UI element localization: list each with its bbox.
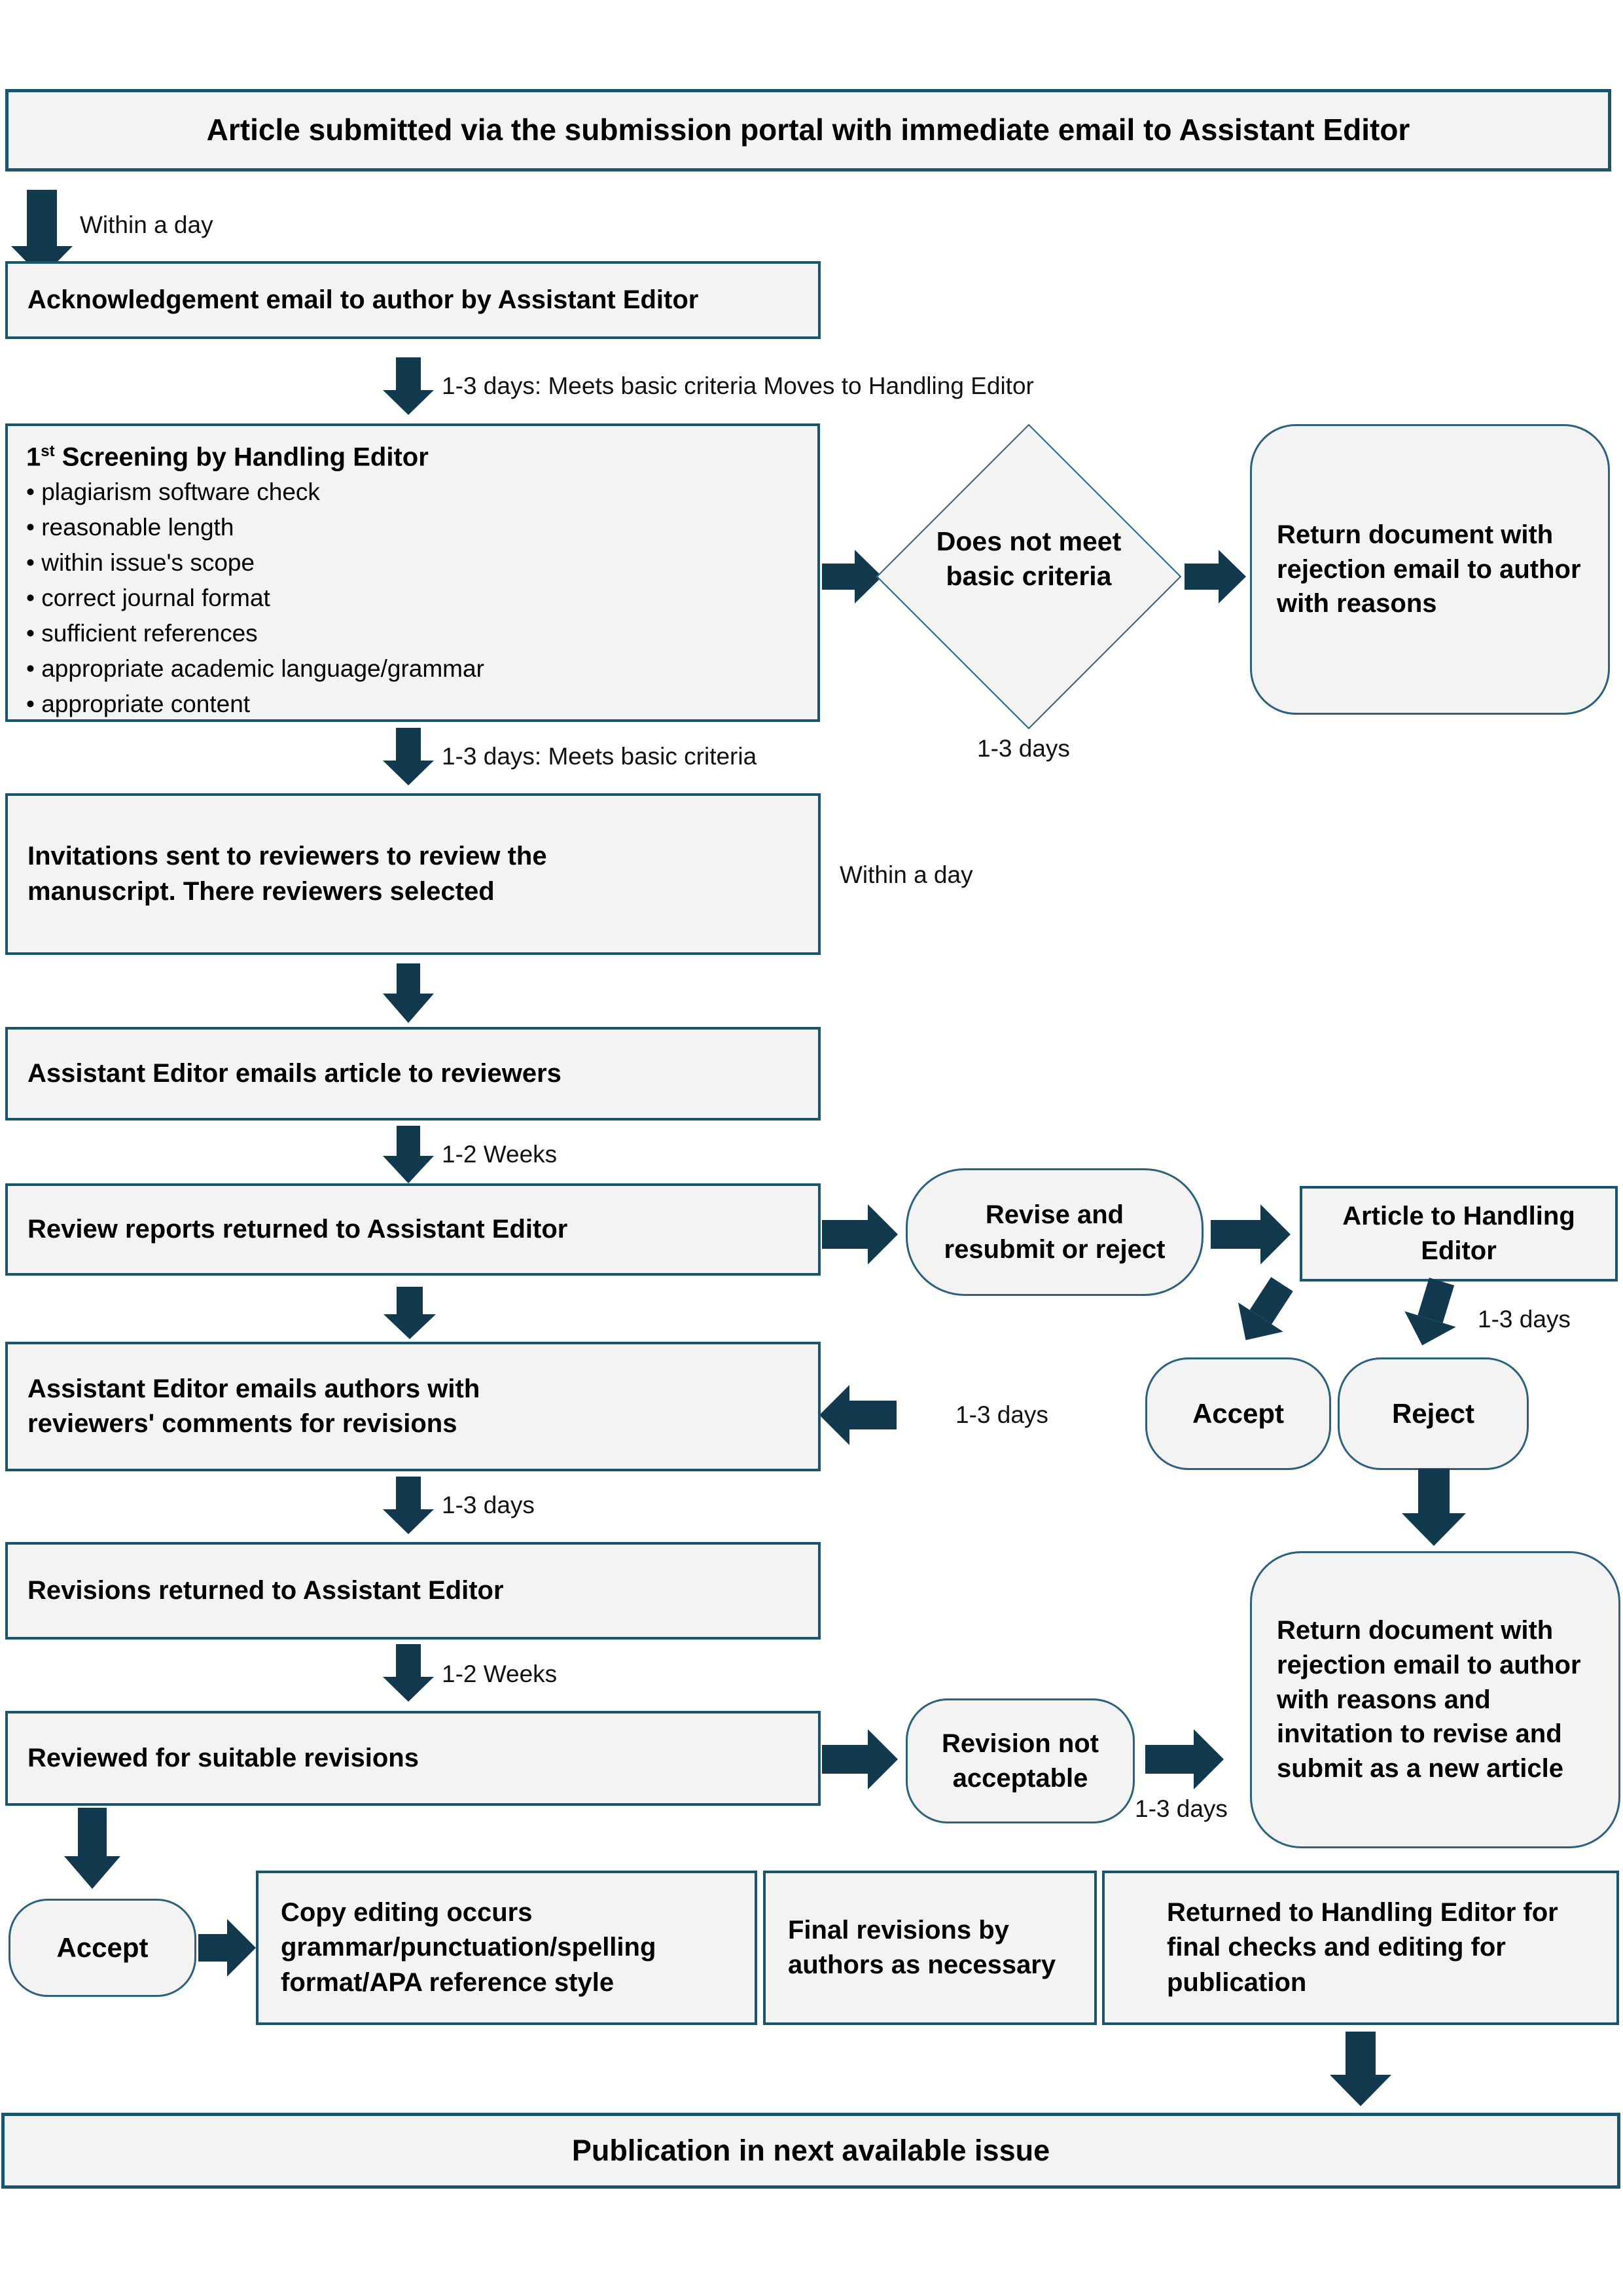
node-review-reports-label: Review reports returned to Assistant Edi…: [27, 1214, 568, 1244]
decision-does-not-meet-criteria-label: Does not meet basic criteria: [936, 526, 1122, 592]
screening-bullet: appropriate content: [26, 687, 484, 722]
node-publication-label: Publication in next available issue: [571, 2134, 1050, 2168]
arrow-reviewed-to-notacceptable: [822, 1729, 898, 1789]
node-acknowledgement-email-label: Acknowledgement email to author by Assis…: [27, 285, 699, 314]
node-revisions-returned: Revisions returned to Assistant Editor: [5, 1542, 821, 1640]
node-article-to-handling-label: Article to Handling Editor: [1342, 1201, 1575, 1265]
arrow-screening-to-diamond: [822, 550, 882, 603]
screening-bullet: within issue's scope: [26, 545, 484, 581]
arrow-reject-to-return2: [1402, 1469, 1466, 1546]
arrow-reports-to-authors: [383, 1287, 436, 1339]
arrow-accept-to-authors: [819, 1385, 897, 1445]
node-revise-resubmit: Revise and resubmit or reject: [906, 1168, 1204, 1296]
screening-bullet: sufficient references: [26, 616, 484, 651]
node-article-to-handling: Article to Handling Editor: [1300, 1186, 1618, 1282]
label-criteria-moves: 1-3 days: Meets basic criteria Moves to …: [442, 372, 1034, 399]
arrow-authors-to-revisions: [383, 1477, 434, 1534]
node-revision-not-acceptable-label: Revision not acceptable: [941, 1729, 1099, 1793]
label-1-2-weeks-1: 1-2 Weeks: [442, 1141, 558, 1168]
arrow-accept2-to-copyediting: [198, 1919, 256, 1977]
label-within-a-day-2: Within a day: [840, 861, 973, 888]
node-emails-article: Assistant Editor emails article to revie…: [5, 1027, 821, 1121]
node-return-rejection-invite: Return document with rejection email to …: [1250, 1551, 1620, 1848]
node-revise-resubmit-label: Revise and resubmit or reject: [944, 1200, 1166, 1264]
node-emails-article-label: Assistant Editor emails article to revie…: [27, 1058, 562, 1088]
node-copy-editing-label: Copy editing occurs grammar/punctuation/…: [281, 1898, 656, 1997]
node-return-rejection: Return document with rejection email to …: [1250, 424, 1610, 715]
arrow-screening-to-invitations: [383, 728, 434, 785]
node-accept-label: Accept: [1192, 1398, 1285, 1429]
node-emails-authors: Assistant Editor emails authors with rev…: [5, 1342, 821, 1471]
node-revisions-returned-label: Revisions returned to Assistant Editor: [27, 1575, 504, 1605]
first-screening-content: 1st Screening by Handling Editor plagiar…: [8, 426, 484, 722]
node-accept-final-label: Accept: [56, 1932, 149, 1964]
node-return-rejection-invite-label: Return document with rejection email to …: [1277, 1616, 1581, 1784]
node-returned-handling: Returned to Handling Editor for final ch…: [1102, 1871, 1619, 2025]
label-1-3-days-reject: 1-3 days: [1478, 1306, 1571, 1333]
node-accept: Accept: [1145, 1357, 1331, 1470]
node-review-reports: Review reports returned to Assistant Edi…: [5, 1183, 821, 1276]
arrow-to-publication: [1330, 2032, 1391, 2106]
arrow-invitations-to-emails: [383, 963, 434, 1023]
node-invitations-label: Invitations sent to reviewers to review …: [27, 842, 547, 906]
label-within-a-day-1: Within a day: [80, 211, 213, 238]
node-first-screening: 1st Screening by Handling Editor plagiar…: [5, 423, 820, 722]
arrow-to-accept-diagonal: [1223, 1270, 1304, 1355]
node-final-revisions: Final revisions by authors as necessary: [763, 1871, 1097, 2025]
node-emails-authors-label: Assistant Editor emails authors with rev…: [27, 1374, 480, 1438]
node-article-submitted: Article submitted via the submission por…: [5, 89, 1611, 171]
screening-bullet: appropriate academic language/grammar: [26, 651, 484, 687]
arrow-revisions-to-reviewed: [383, 1644, 434, 1702]
arrow-reports-to-revise: [822, 1204, 898, 1265]
node-copy-editing: Copy editing occurs grammar/punctuation/…: [256, 1871, 757, 2025]
arrow-diamond-to-return1: [1185, 550, 1246, 603]
node-reject: Reject: [1338, 1357, 1529, 1470]
node-revision-not-acceptable: Revision not acceptable: [906, 1698, 1135, 1823]
arrow-ack-to-screening: [383, 357, 434, 415]
node-publication: Publication in next available issue: [1, 2113, 1620, 2189]
screening-bullet: correct journal format: [26, 581, 484, 616]
arrow-notacceptable-to-return2: [1145, 1729, 1224, 1789]
label-1-3-days-back: 1-3 days: [955, 1401, 1048, 1428]
screening-bullet: plagiarism software check: [26, 475, 484, 510]
label-1-3-days-revisions: 1-3 days: [442, 1492, 535, 1518]
arrow-to-reject-diagonal: [1396, 1274, 1467, 1354]
node-return-rejection-label: Return document with rejection email to …: [1277, 520, 1581, 619]
label-criteria: 1-3 days: Meets basic criteria: [442, 743, 757, 770]
node-article-submitted-label: Article submitted via the submission por…: [206, 113, 1410, 147]
arrow-revise-to-article: [1211, 1204, 1291, 1265]
screening-bullet: reasonable length: [26, 510, 484, 545]
node-invitations: Invitations sent to reviewers to review …: [5, 793, 821, 955]
node-final-revisions-label: Final revisions by authors as necessary: [788, 1915, 1056, 1979]
node-reject-label: Reject: [1391, 1398, 1475, 1429]
arrow-reviewed-to-accept2: [64, 1808, 120, 1889]
first-screening-criteria-list: plagiarism software check reasonable len…: [26, 475, 484, 722]
node-returned-handling-label: Returned to Handling Editor for final ch…: [1167, 1898, 1558, 1997]
arrow-emails-to-reports: [383, 1126, 434, 1183]
node-accept-final: Accept: [9, 1899, 196, 1997]
node-reviewed-suitable: Reviewed for suitable revisions: [5, 1711, 821, 1806]
label-1-3-days-return2: 1-3 days: [1135, 1795, 1228, 1822]
node-reviewed-suitable-label: Reviewed for suitable revisions: [27, 1743, 419, 1772]
node-acknowledgement-email: Acknowledgement email to author by Assis…: [5, 261, 821, 339]
label-1-3-days-diamond: 1-3 days: [977, 735, 1070, 762]
first-screening-title: 1st Screening by Handling Editor: [26, 442, 429, 472]
label-1-2-weeks-2: 1-2 Weeks: [442, 1660, 558, 1687]
